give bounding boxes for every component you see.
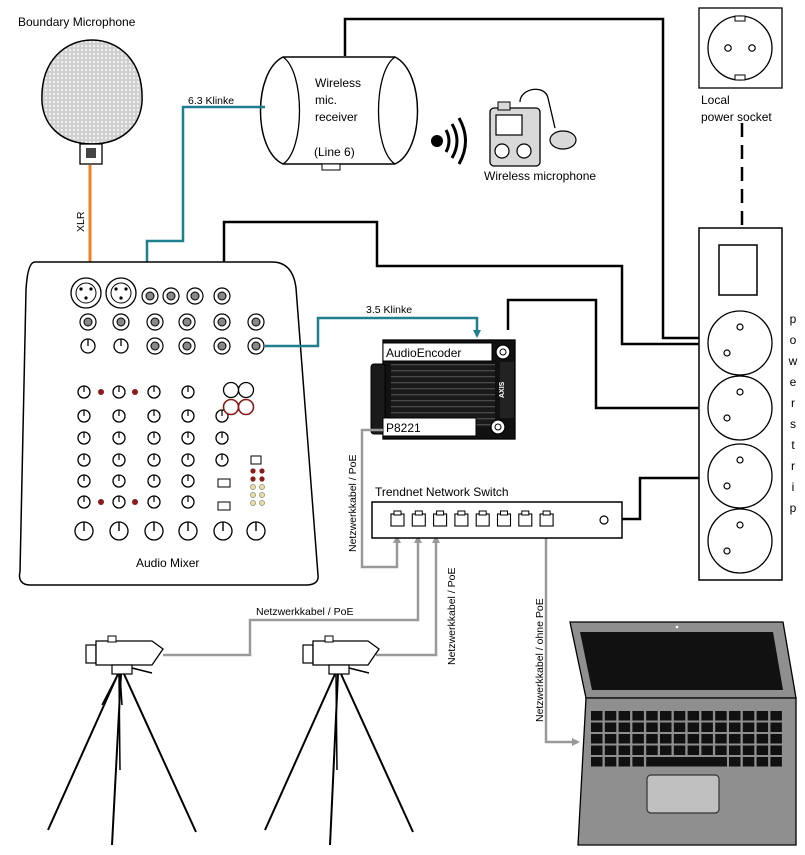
- socket-label-line1: Local: [701, 93, 730, 107]
- jacks-row-2: [79, 313, 265, 331]
- switch-port: [390, 510, 405, 527]
- switch-ports: [390, 510, 554, 527]
- power-strip-label: p o w e r s t r i p: [788, 312, 798, 515]
- strip-outlet-3: [707, 443, 773, 509]
- receiver-label-line1: Wireless: [315, 76, 361, 90]
- receiver-label-line3: receiver: [315, 110, 358, 124]
- svg-text:s: s: [790, 417, 796, 431]
- svg-text:p: p: [790, 312, 797, 326]
- svg-text:w: w: [788, 354, 798, 368]
- jacks-row-3: [80, 337, 265, 355]
- mixer-master-section: [217, 381, 265, 511]
- network-switch-label: Trendnet Network Switch: [375, 485, 509, 499]
- audio-mixer: Audio Mixer: [18, 261, 319, 586]
- cable-label-encoder: Netzwerkkabel / PoE: [347, 455, 359, 552]
- svg-text:o: o: [790, 333, 797, 347]
- strip-outlet-1: [707, 310, 773, 376]
- cable-label-laptop: Netzwerkkabel / ohne PoE: [534, 598, 546, 722]
- xlr-input-2: [105, 277, 137, 309]
- switch-port: [539, 510, 554, 527]
- network-switch: Trendnet Network Switch: [371, 485, 623, 539]
- boundary-microphone: Boundary Microphone: [18, 15, 143, 165]
- boundary-mic-label: Boundary Microphone: [18, 15, 136, 29]
- strip-outlet-2: [707, 375, 773, 441]
- klinke-63-label: 6.3 Klinke: [188, 95, 234, 107]
- encoder-brand-logo: AXIS: [499, 381, 506, 398]
- camera-2: [264, 635, 414, 846]
- mixer-knob-grid: [77, 385, 229, 509]
- svg-text:r: r: [791, 396, 795, 410]
- svg-text:r: r: [791, 459, 795, 473]
- mixer-red-leds: [98, 389, 138, 505]
- switch-port: [518, 510, 533, 527]
- klinke-35-cable: [265, 316, 481, 348]
- wireless-receiver: Wireless mic. receiver (Line 6): [259, 56, 419, 171]
- switch-port: [475, 510, 490, 527]
- network-cables: [163, 428, 580, 746]
- encoder-model-label: P8221: [386, 421, 421, 435]
- laptop-keyboard: [591, 711, 782, 767]
- xlr-input-1: [70, 277, 102, 309]
- local-power-socket: Local power socket: [698, 7, 783, 124]
- mixer-big-knobs: [74, 521, 266, 541]
- socket-label-line2: power socket: [701, 110, 772, 124]
- klinke-35-label: 3.5 Klinke: [366, 304, 412, 316]
- audio-mixer-label: Audio Mixer: [136, 556, 199, 570]
- wireless-microphone: Wireless microphone: [431, 88, 596, 183]
- switch-port: [411, 510, 426, 527]
- switch-port: [433, 510, 448, 527]
- svg-text:p: p: [790, 501, 797, 515]
- xlr-label: XLR: [75, 211, 87, 232]
- svg-text:t: t: [791, 438, 795, 452]
- switch-port: [496, 510, 512, 527]
- receiver-label-line2: mic.: [315, 93, 337, 107]
- power-strip: [698, 227, 783, 581]
- wireless-mic-label: Wireless microphone: [484, 169, 596, 183]
- svg-text:i: i: [792, 480, 795, 494]
- cable-label-camera2: Netzwerkkabel / PoE: [446, 568, 458, 665]
- switch-port: [454, 510, 469, 527]
- power-cables: [222, 17, 703, 521]
- audio-encoder-label: AudioEncoder: [386, 346, 461, 360]
- laptop: [569, 621, 797, 846]
- strip-outlet-4: [707, 508, 773, 574]
- camera-1: [47, 635, 197, 846]
- audio-encoder: AudioEncoder P8221 AXIS: [370, 339, 516, 440]
- cable-label-camera1: Netzwerkkabel / PoE: [256, 606, 353, 618]
- receiver-model-label: (Line 6): [314, 145, 355, 159]
- jacks-row-1: [141, 287, 231, 305]
- svg-text:e: e: [790, 375, 797, 389]
